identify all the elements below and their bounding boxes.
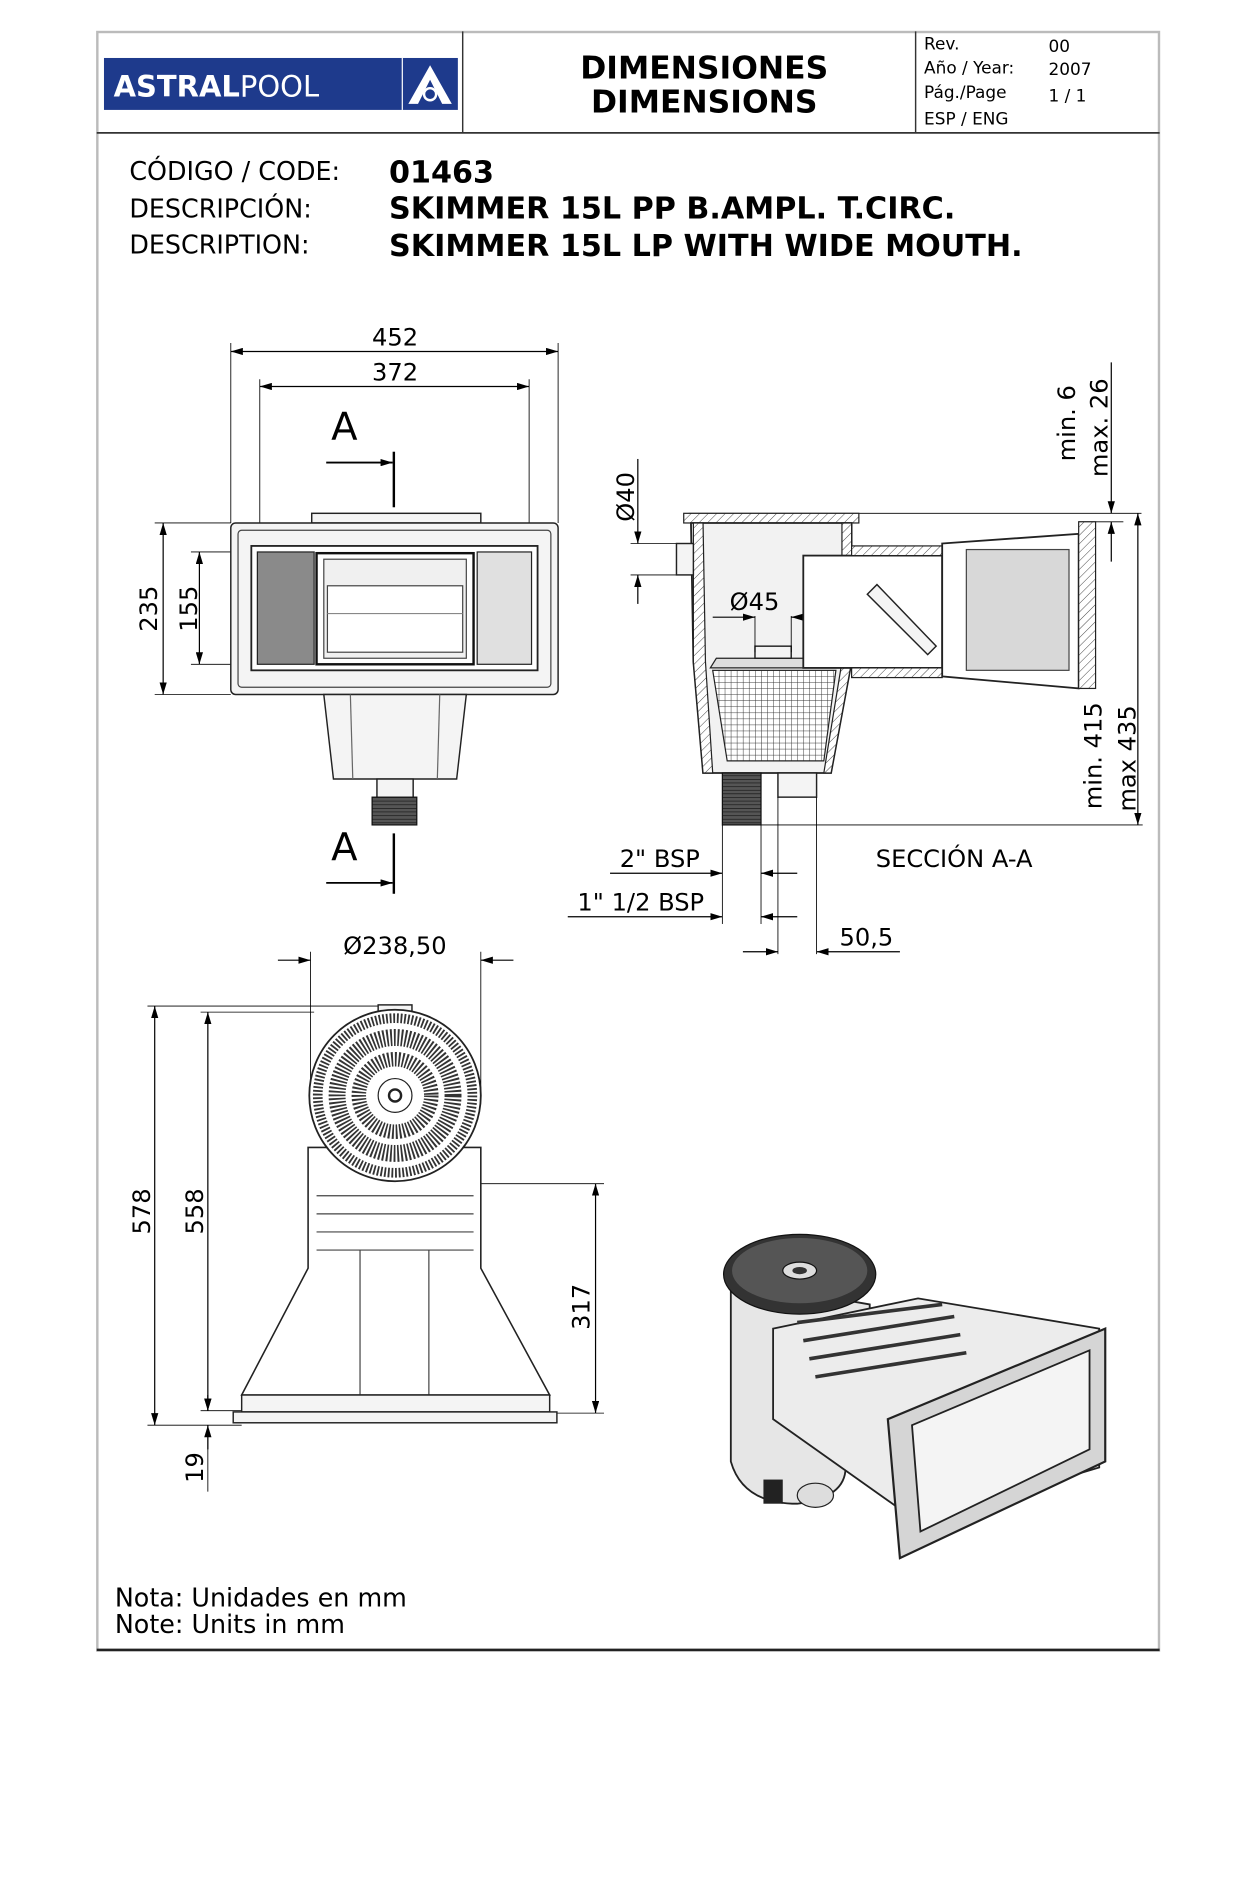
- rev-value: 00: [1048, 36, 1070, 56]
- dim-thread-1-5in: 1" 1/2 BSP: [577, 889, 704, 917]
- dim-height-mouth: 317: [568, 1284, 596, 1330]
- page-label: Pág./Page: [924, 82, 1006, 102]
- product-info: CÓDIGO / CODE: 01463 DESCRIPCIÓN: SKIMME…: [129, 155, 1022, 264]
- description-en-value: SKIMMER 15L LP WITH WIDE MOUTH.: [389, 229, 1023, 264]
- revision-block: Rev. 00 Año / Year: 2007 Pág./Page 1 / 1…: [924, 34, 1091, 129]
- dim-height-total: 578: [128, 1188, 156, 1234]
- isometric-view: [722, 1233, 1107, 1560]
- dim-height-body: 558: [181, 1188, 209, 1234]
- dim-thread-2in: 2" BSP: [620, 845, 700, 873]
- dim-height-outer: 235: [135, 586, 163, 632]
- dim-width-inner: 372: [372, 358, 418, 386]
- dim-basket-diameter: Ø45: [730, 588, 780, 616]
- dim-flange: 19: [181, 1452, 209, 1483]
- dim-wall-max: max. 26: [1086, 378, 1114, 477]
- note-en: Note: Units in mm: [115, 1609, 345, 1639]
- dim-height-max: max 435: [1113, 705, 1141, 811]
- language-label: ESP / ENG: [924, 108, 1008, 128]
- dim-wall-min: min. 6: [1053, 385, 1081, 461]
- title-es: DIMENSIONES: [580, 51, 828, 87]
- section-view: min. 6 max. 26 min. 415 max 435 Ø40 Ø45: [567, 362, 1143, 956]
- dim-offset: 50,5: [840, 924, 894, 952]
- dim-width-outer: 452: [372, 323, 418, 351]
- year-value: 2007: [1048, 59, 1091, 79]
- description-en-label: DESCRIPTION:: [129, 230, 309, 260]
- code-value: 01463: [389, 155, 494, 190]
- dim-inlet-diameter: Ø40: [612, 472, 640, 522]
- side-view: Ø238,50 578 558 317 19: [128, 932, 605, 1492]
- dim-height-inner: 155: [175, 586, 203, 632]
- dim-lid-diameter: Ø238,50: [343, 932, 446, 960]
- section-mark-top: A: [331, 405, 358, 450]
- rev-label: Rev.: [924, 34, 959, 54]
- logo-text-light: POOL: [240, 70, 319, 104]
- basket-mesh: [712, 669, 837, 762]
- section-mark-bottom: A: [331, 825, 358, 870]
- note-es: Nota: Unidades en mm: [115, 1582, 407, 1612]
- description-es-value: SKIMMER 15L PP B.AMPL. T.CIRC.: [389, 192, 955, 227]
- svg-text:ASTRALPOOL: ASTRALPOOL: [114, 70, 319, 104]
- dim-height-min: min. 415: [1080, 702, 1108, 809]
- title-en: DIMENSIONS: [591, 84, 818, 120]
- front-view: 452 372 235 155 A A: [135, 323, 559, 894]
- astralpool-logo: ASTRALPOOL: [103, 57, 458, 110]
- description-es-label: DESCRIPCIÓN:: [129, 193, 311, 223]
- logo-text-bold: ASTRAL: [114, 70, 240, 104]
- code-label: CÓDIGO / CODE:: [129, 156, 340, 186]
- page-value: 1 / 1: [1048, 85, 1086, 105]
- logo-triangle-icon: [408, 65, 452, 104]
- section-title: SECCIÓN A-A: [876, 843, 1033, 873]
- year-label: Año / Year:: [924, 58, 1014, 78]
